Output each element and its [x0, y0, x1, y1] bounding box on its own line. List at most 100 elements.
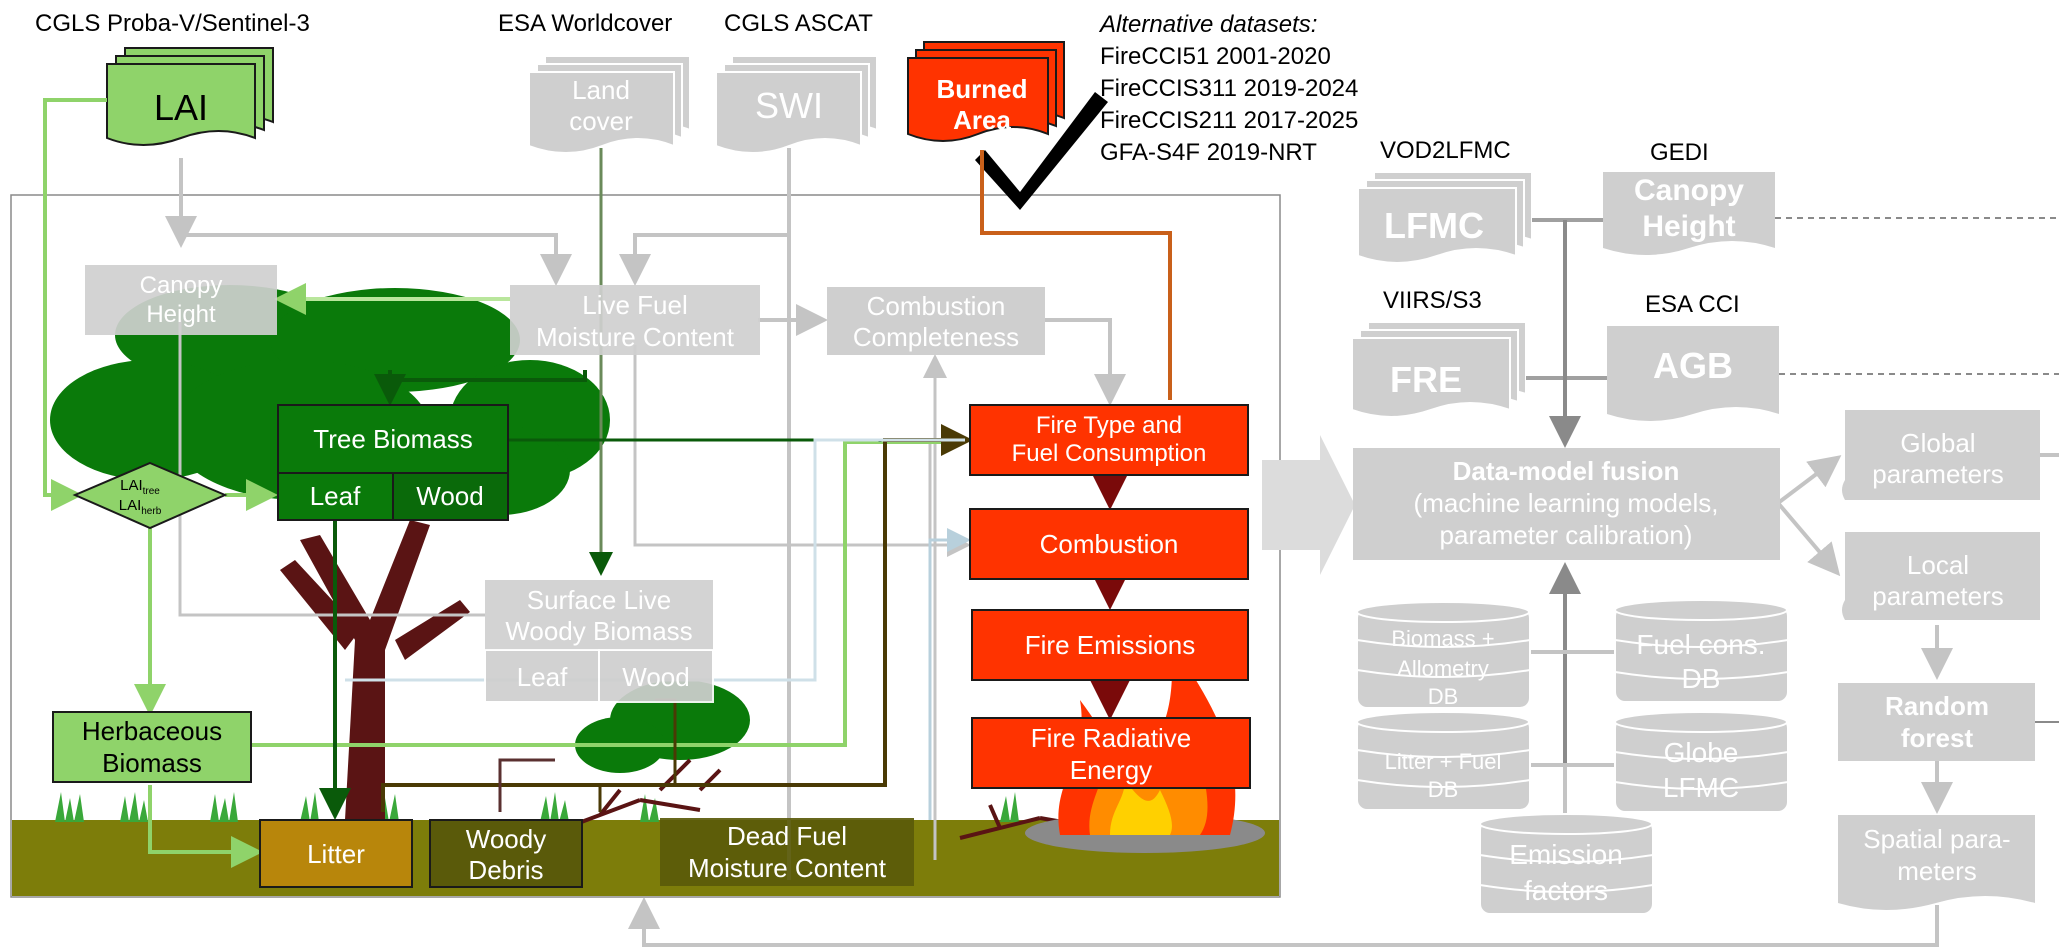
local-label-2: parameters — [1872, 581, 2004, 611]
esa-cci-label: ESA CCI — [1645, 291, 1740, 318]
cc-label-1: Combustion — [867, 291, 1006, 321]
spatial-label-1: Spatial para- — [1863, 824, 2010, 854]
herb-label-2: Biomass — [102, 748, 202, 778]
lfmc-dataset — [1357, 171, 1533, 264]
swi-label: SWI — [755, 85, 823, 126]
tree-leaf-box — [277, 472, 394, 521]
db-biomass-label-1: Biomass + — [1391, 626, 1494, 651]
lai-dataset — [106, 47, 274, 146]
woody-debris-box — [429, 819, 583, 888]
surface-leaf-label: Leaf — [517, 662, 568, 692]
alternatives-title: Alternative datasets: — [1098, 11, 1317, 38]
herbaceous-biomass-box — [52, 711, 252, 783]
canopy-dataset-label-1: Canopy — [1634, 174, 1744, 207]
db-fuel-label-1: Fuel cons. — [1636, 629, 1765, 660]
esa-worldcover-label: ESA Worldcover — [498, 10, 672, 37]
surface-wood-label: Wood — [622, 662, 689, 692]
alternative-item-2: FireCCIS311 2019-2024 — [1100, 75, 1358, 102]
surface-label-2: Woody Biomass — [505, 616, 692, 646]
litter-label: Litter — [307, 839, 365, 869]
fuel-consumption-db — [1614, 599, 1789, 703]
swi-dataset — [715, 55, 878, 154]
fire-emissions-box — [971, 609, 1249, 681]
local-label-1: Local — [1907, 550, 1969, 580]
burned-label-2: Area — [953, 105, 1011, 135]
cgls-proba-label: CGLS Proba-V/Sentinel-3 — [35, 10, 310, 37]
dfmc-label-2: Moisture Content — [688, 853, 887, 883]
burned-area-dataset — [907, 41, 1065, 142]
woody-label-1: Woody — [466, 824, 546, 854]
tree-wood-label: Wood — [416, 481, 483, 511]
fusion-label-2: (machine learning models, — [1414, 488, 1719, 518]
lfmc-dataset-label: LFMC — [1384, 205, 1484, 246]
global-parameters-box — [1842, 410, 2040, 500]
fre-label-2: Energy — [1070, 755, 1152, 785]
land-cover-label-2: cover — [569, 106, 633, 136]
surface-leaf-box — [484, 649, 600, 703]
litter-fuel-db — [1356, 711, 1531, 811]
db-fuel-label-2: DB — [1682, 663, 1721, 694]
gedi-label: GEDI — [1650, 139, 1709, 166]
emission-factors-db — [1479, 813, 1654, 915]
ftfc-label-2: Fuel Consumption — [1012, 440, 1207, 467]
combustion-box — [969, 508, 1249, 580]
lai-split-diamond — [72, 461, 228, 530]
viirs-label: VIIRS/S3 — [1383, 287, 1482, 314]
surface-wood-box — [598, 649, 714, 703]
fusion-arrow — [1262, 435, 1355, 575]
canopy-height-label-1: Canopy — [140, 272, 223, 299]
tree-wood-box — [392, 472, 509, 521]
agb-dataset — [1607, 326, 1779, 421]
lfmc-label-1: Live Fuel — [582, 290, 688, 320]
burned-label-1: Burned — [937, 74, 1028, 104]
dead-fuel-moisture-box — [660, 818, 914, 886]
combustion-label: Combustion — [1040, 529, 1179, 559]
db-globe-label-1: Globe — [1664, 737, 1739, 768]
fire-radiative-energy-box — [971, 717, 1251, 789]
fusion-label-1: Data-model fusion — [1453, 456, 1680, 486]
globe-lfmc-db — [1614, 711, 1789, 813]
emissions-label: Fire Emissions — [1025, 630, 1195, 660]
data-model-fusion-box — [1353, 448, 1780, 560]
canopy-height-dataset — [1603, 172, 1775, 255]
lai-tree-label: LAItree — [120, 477, 160, 497]
db-biomass-label-3: DB — [1428, 684, 1459, 709]
alternative-item-4: GFA-S4F 2019-NRT — [1100, 139, 1317, 166]
woody-label-2: Debris — [468, 855, 543, 885]
spatial-parameters-box — [1838, 815, 2035, 910]
checkmark-icon — [975, 92, 1108, 210]
lai-label: LAI — [154, 87, 208, 128]
biomass-allometry-db — [1356, 601, 1531, 709]
db-litter-label-2: DB — [1428, 777, 1459, 802]
alternative-item-1: FireCCI51 2001-2020 — [1100, 43, 1331, 70]
canopy-dataset-label-2: Height — [1642, 210, 1735, 243]
random-forest-box — [1838, 683, 2035, 761]
local-parameters-box — [1842, 532, 2040, 620]
db-emission-label-2: factors — [1524, 875, 1608, 906]
surface-live-woody-box — [485, 580, 713, 650]
herb-label-1: Herbaceous — [82, 716, 222, 746]
dfmc-label-1: Dead Fuel — [727, 821, 847, 851]
alternative-item-3: FireCCIS211 2017-2025 — [1100, 107, 1358, 134]
agb-dataset-label: AGB — [1653, 345, 1733, 386]
fre-dataset-label: FRE — [1390, 359, 1462, 400]
fusion-label-3: parameter calibration) — [1440, 520, 1693, 550]
tree-biomass-label: Tree Biomass — [313, 424, 472, 454]
fre-dataset — [1351, 321, 1527, 418]
lai-herb-label: LAIherb — [119, 497, 162, 517]
land-cover-label-1: Land — [572, 75, 630, 105]
fre-label-1: Fire Radiative — [1031, 723, 1191, 753]
db-globe-label-2: LFMC — [1663, 772, 1739, 803]
spatial-label-2: meters — [1897, 856, 1976, 886]
canopy-height-box — [85, 265, 277, 335]
cgls-ascat-label: CGLS ASCAT — [724, 10, 873, 37]
fire-type-box — [969, 404, 1249, 476]
global-label-1: Global — [1900, 428, 1975, 458]
land-cover-dataset — [528, 55, 691, 154]
live-fuel-moisture-box — [510, 285, 760, 355]
canopy-height-label-2: Height — [146, 301, 216, 328]
surface-label-1: Surface Live — [527, 585, 672, 615]
cc-label-2: Completeness — [853, 322, 1019, 352]
tree-leaf-label: Leaf — [310, 481, 361, 511]
